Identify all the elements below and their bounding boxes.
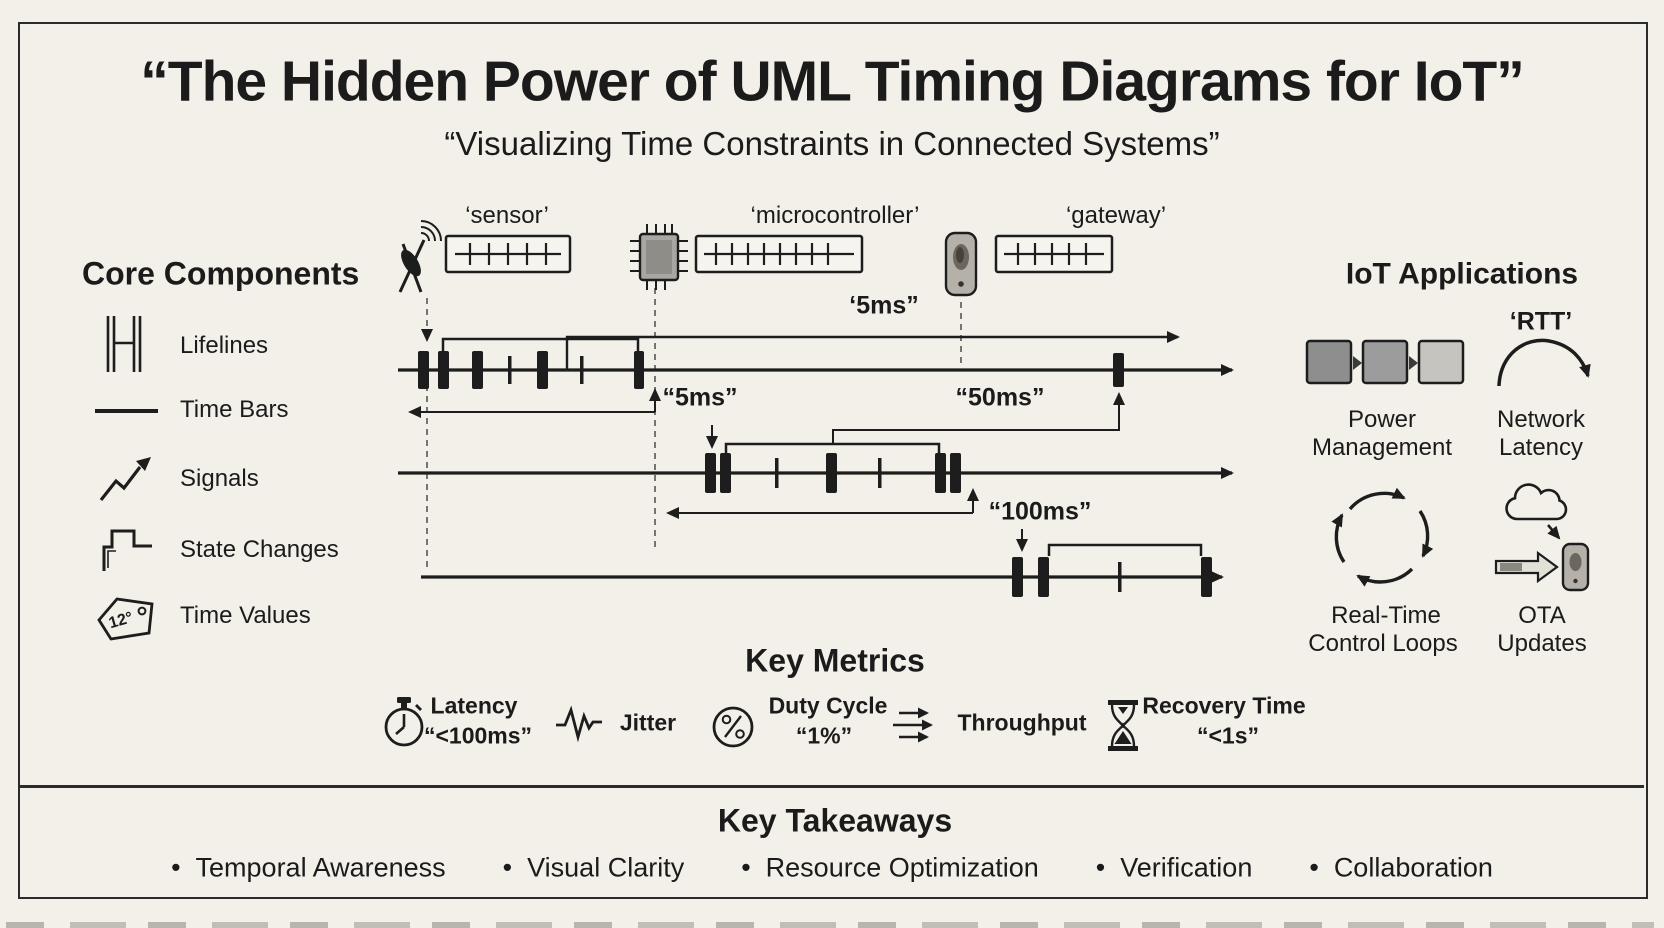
scan-edge-smudge — [6, 922, 1654, 928]
signals-icon — [99, 457, 151, 501]
metric-throughput-label: Throughput — [957, 709, 1087, 736]
takeaway-resource-optimization: Resource Optimization — [741, 853, 1039, 884]
page-subtitle: “Visualizing Time Constraints in Connect… — [444, 124, 1220, 162]
key-takeaways-heading: Key Takeaways — [717, 802, 953, 839]
power-management-icon — [1305, 339, 1465, 385]
legend-lifelines: Lifelines — [180, 331, 269, 359]
metric-recovery-label: Recovery Time — [1142, 692, 1306, 719]
gateway-latency-arrow — [565, 331, 1180, 369]
metric-latency-label: Latency — [430, 692, 518, 719]
legend-signals: Signals — [180, 464, 259, 492]
takeaway-visual-clarity: Visual Clarity — [503, 853, 684, 884]
iot-applications-heading: IoT Applications — [1345, 257, 1579, 291]
network-latency-label-2: Latency — [1498, 433, 1584, 461]
firmware-arrow-icon — [1494, 550, 1559, 584]
ota-label-1: OTA — [1518, 601, 1566, 629]
percent-icon — [712, 706, 754, 748]
network-latency-rtt-icon — [1497, 338, 1591, 387]
lifelines-icon — [106, 316, 142, 372]
gateway-icon — [944, 231, 978, 297]
key-metrics-heading: Key Metrics — [745, 642, 925, 679]
hourglass-icon — [1108, 700, 1138, 751]
network-latency-label-1: Network — [1496, 405, 1586, 433]
key-metrics-icons — [384, 697, 1138, 751]
page-title: “The Hidden Power of UML Timing Diagrams… — [140, 49, 1524, 114]
annotation-gateway-latency: ‘5ms” — [849, 291, 919, 320]
annotation-control-cycle: “100ms” — [988, 497, 1092, 526]
takeaway-collaboration: Collaboration — [1309, 853, 1493, 884]
sensor-ruler — [444, 234, 572, 274]
ota-updates-icon — [1494, 483, 1590, 592]
metric-duty-cycle-label: Duty Cycle — [768, 692, 888, 719]
jitter-wave-icon — [556, 705, 602, 743]
time-values-icon — [97, 597, 154, 641]
core-components-icons — [95, 316, 158, 641]
mc-to-gateway-arrow — [832, 392, 1125, 444]
lifeline-label-microcontroller: ‘microcontroller’ — [750, 201, 920, 229]
gateway-ruler — [994, 234, 1114, 274]
sensor-icon — [398, 220, 442, 293]
lifeline-label-gateway: ‘gateway’ — [1065, 201, 1167, 229]
metric-latency-value: “<100ms” — [423, 722, 533, 749]
stopwatch-icon — [384, 697, 424, 747]
legend-time-bars: Time Bars — [180, 395, 289, 423]
realtime-label-2: Control Loops — [1308, 629, 1458, 657]
rtt-tag: ‘RTT’ — [1509, 307, 1573, 336]
legend-time-values: Time Values — [180, 601, 311, 629]
takeaways-row: Temporal Awareness Visual Clarity Resour… — [60, 853, 1604, 899]
core-components-heading: Core Components — [82, 255, 360, 292]
takeaway-temporal-awareness: Temporal Awareness — [171, 853, 446, 884]
ota-label-2: Updates — [1497, 629, 1587, 657]
timing-diagram — [398, 220, 1234, 597]
control-loop-icon — [1331, 487, 1434, 587]
power-management-label-1: Power — [1347, 405, 1417, 433]
power-management-label-2: Management — [1311, 433, 1453, 461]
metric-recovery-value: “<1s” — [1196, 722, 1260, 749]
realtime-label-1: Real-Time — [1331, 601, 1441, 629]
metric-jitter-label: Jitter — [619, 709, 677, 736]
throughput-arrows-icon — [893, 707, 933, 743]
lifeline-label-sensor: ‘sensor’ — [465, 201, 549, 229]
microcontroller-ruler — [694, 234, 864, 274]
state-changes-icon — [102, 529, 152, 571]
takeaway-verification: Verification — [1096, 853, 1252, 884]
measurement-arrows — [408, 331, 1180, 552]
metric-duty-cycle-value: “1%” — [795, 722, 853, 749]
iot-applications-icons — [1305, 338, 1591, 592]
tick-bars — [418, 351, 1212, 597]
annotation-mc-to-gateway: “50ms” — [955, 383, 1045, 412]
cloud-icon — [1505, 483, 1568, 521]
takeaways-divider — [20, 785, 1644, 788]
legend-state-changes: State Changes — [180, 535, 339, 563]
microcontroller-icon — [630, 224, 688, 290]
annotation-sensor-period: “5ms” — [662, 383, 738, 412]
outer-frame — [18, 22, 1648, 899]
